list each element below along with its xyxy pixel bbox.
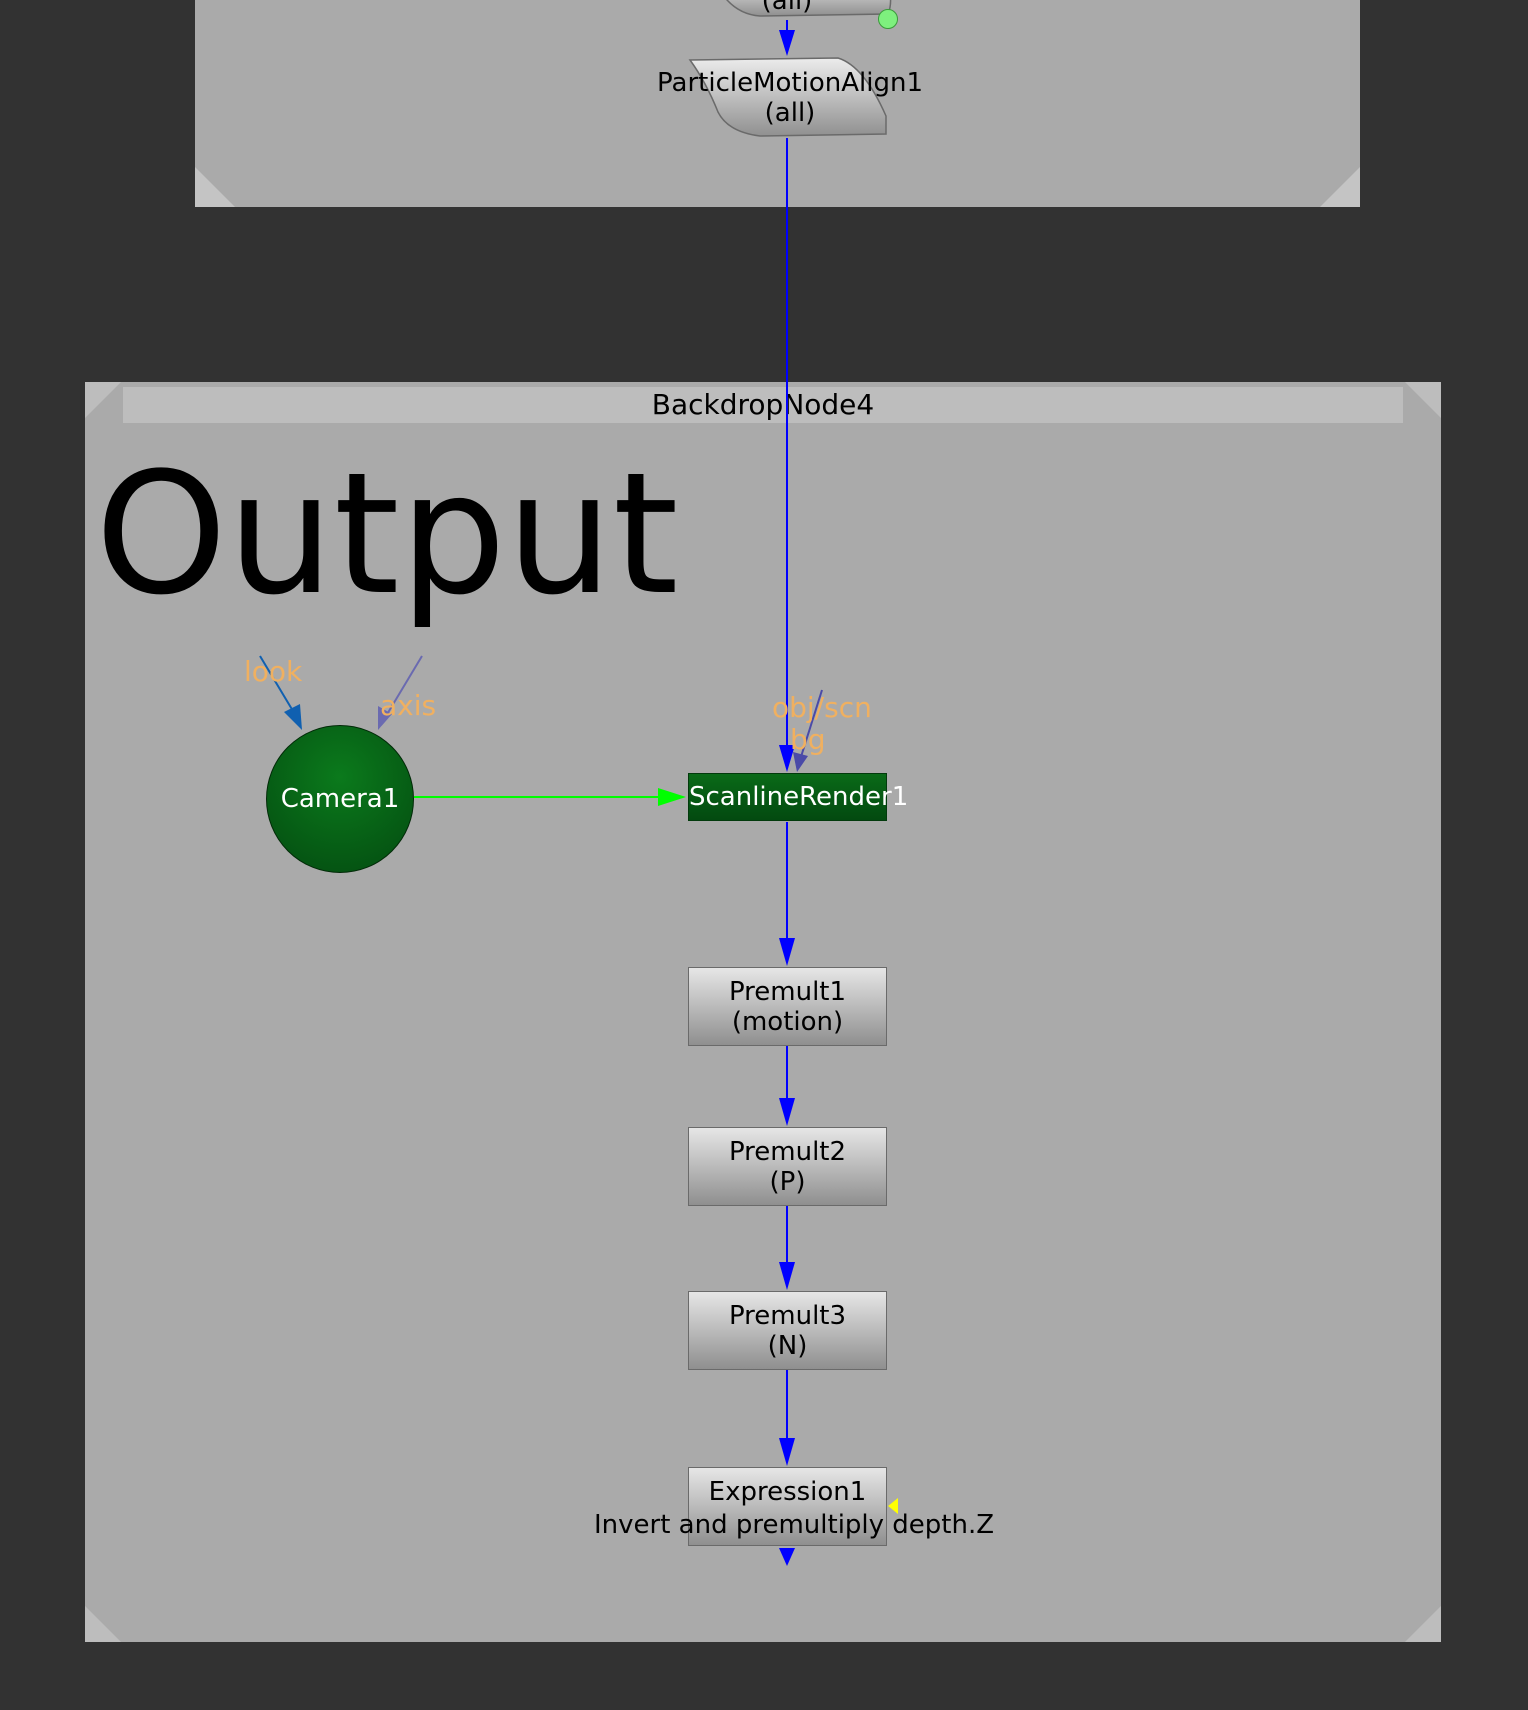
mask-triangle-icon[interactable] — [888, 1498, 898, 1514]
backdrop-resize-right[interactable] — [1405, 1606, 1441, 1642]
premult2-name: Premult2 — [728, 1137, 847, 1167]
arrow-scanline-objscn — [779, 745, 795, 772]
expression1-node[interactable]: Expression1 — [688, 1467, 887, 1546]
premult3-node[interactable]: Premult3 (N) — [688, 1291, 887, 1370]
scanlinerender1-label: ScanlineRender1 — [689, 782, 909, 812]
backdrop-title: BackdropNode4 — [651, 388, 875, 421]
camera-input-look: look — [244, 655, 303, 688]
partial-node-label: (all) — [761, 0, 813, 16]
wire-axis-input — [385, 655, 423, 717]
arrow-expression1-output — [779, 1548, 795, 1566]
camera-input-axis: axis — [380, 689, 437, 722]
arrow-premult2 — [779, 1098, 795, 1126]
backdrop-corner-tl — [85, 382, 121, 418]
particlemotionalign1-label: ParticleMotionAlign1 (all) — [640, 68, 940, 128]
premult1-name: Premult1 — [728, 977, 847, 1007]
premult3-name: Premult3 — [728, 1301, 847, 1331]
premult3-channels: (N) — [767, 1331, 808, 1361]
premult1-channels: (motion) — [731, 1007, 844, 1037]
premult1-node[interactable]: Premult1 (motion) — [688, 967, 887, 1046]
arrow-premult1 — [779, 938, 795, 966]
expression1-name: Expression1 — [708, 1477, 867, 1507]
scanlinerender1-node[interactable]: ScanlineRender1 — [688, 773, 909, 821]
partial-node[interactable] — [710, 0, 900, 20]
arrow-scanline-bg — [793, 752, 808, 772]
camera1-node[interactable]: Camera1 — [266, 725, 414, 873]
arrow-expression1 — [779, 1438, 795, 1466]
particlemotionalign1-sub: (all) — [764, 98, 816, 128]
arrow-camera-axis — [378, 706, 392, 730]
scanline-input-objscn: obj/scn — [772, 691, 872, 724]
arrow-scanline-camera — [658, 788, 686, 806]
backdrop-label: Output — [95, 436, 679, 632]
wire-look-input — [259, 655, 297, 717]
premult2-channels: (P) — [769, 1167, 806, 1197]
top-backdrop-resize-right[interactable] — [1320, 167, 1360, 207]
wire-bg-input — [799, 689, 823, 761]
expression-dot-icon — [878, 9, 898, 29]
premult2-node[interactable]: Premult2 (P) — [688, 1127, 887, 1206]
arrow-camera-look — [284, 704, 302, 730]
particlemotionalign1-name: ParticleMotionAlign1 — [657, 68, 923, 98]
camera1-label: Camera1 — [280, 784, 400, 814]
top-backdrop-resize-left[interactable] — [195, 167, 235, 207]
arrow-premult3 — [779, 1262, 795, 1290]
backdrop-title-bar[interactable]: BackdropNode4 — [123, 387, 1403, 423]
expression1-label: Invert and premultiply depth.Z — [594, 1510, 995, 1540]
backdrop-corner-tr — [1405, 382, 1441, 418]
arrow-pma-input — [779, 30, 795, 56]
scanline-input-bg: bg — [790, 723, 826, 756]
backdrop-resize-left[interactable] — [85, 1606, 121, 1642]
particlemotionalign1-shape[interactable] — [688, 56, 888, 138]
